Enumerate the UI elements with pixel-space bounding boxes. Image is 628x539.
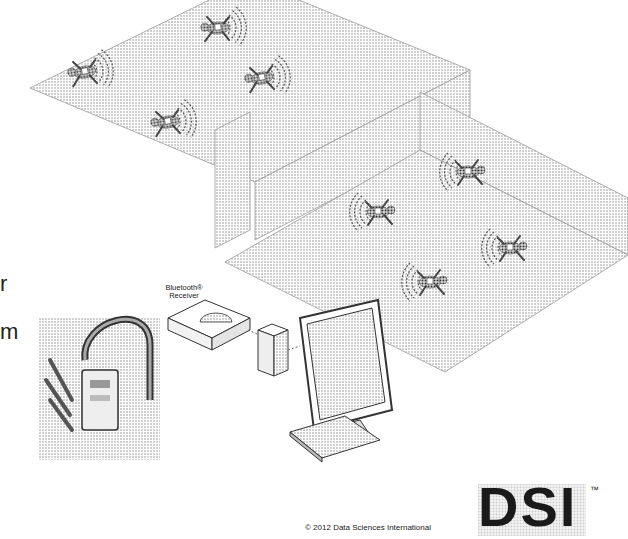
animal: [148, 98, 199, 143]
animal: [402, 263, 447, 301]
logo-text: DSI: [478, 476, 592, 538]
cut-off-text: r: [0, 272, 20, 296]
animal: [199, 7, 247, 49]
animal: [440, 153, 485, 191]
copyright-note: © 2012 Data Sciences International: [305, 524, 505, 533]
device-label: Bluetooth® Receiver: [160, 284, 208, 301]
animal: [242, 54, 293, 99]
computer-tower: [258, 324, 288, 376]
keyboard: [290, 416, 380, 462]
partition-wall: [215, 112, 250, 248]
trademark-mark: ™: [590, 486, 610, 496]
cut-off-text: m: [0, 320, 24, 344]
animal: [482, 229, 527, 267]
animal: [65, 48, 116, 93]
inset-photo: [38, 318, 160, 460]
cable: [288, 346, 300, 350]
animal: [350, 193, 395, 231]
receiver: [168, 300, 250, 350]
